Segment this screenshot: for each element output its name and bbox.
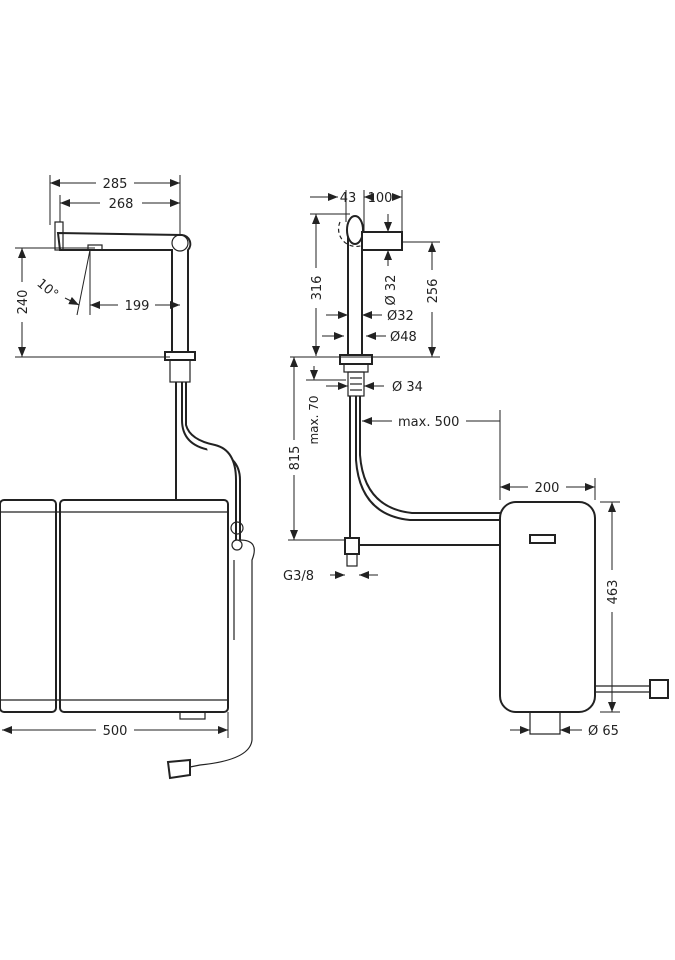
dim-240: 240 xyxy=(16,290,31,315)
dim-200: 200 xyxy=(535,481,560,496)
right-hoses xyxy=(344,396,500,567)
left-faucet xyxy=(54,221,196,383)
dim-500: 500 xyxy=(103,724,128,739)
dia-34: Ø 34 xyxy=(392,380,423,395)
dim-316: 316 xyxy=(310,276,325,301)
max-70: max. 70 xyxy=(307,395,321,444)
plug-icon xyxy=(166,758,191,780)
plug-icon xyxy=(649,679,669,699)
dia-32: Ø32 xyxy=(387,309,414,324)
angle-10: 10° xyxy=(34,276,61,302)
brand-logo xyxy=(529,534,556,544)
left-tank xyxy=(0,499,229,720)
dia-48: Ø48 xyxy=(390,330,417,345)
thread-g38: G3/8 xyxy=(283,569,314,584)
dim-43: 43 xyxy=(340,191,357,206)
dim-815: 815 xyxy=(288,446,303,471)
dim-268: 268 xyxy=(109,197,134,212)
dim-199: 199 xyxy=(125,299,150,314)
max-500: max. 500 xyxy=(398,415,459,430)
dia-65: Ø 65 xyxy=(588,724,619,739)
dim-256: 256 xyxy=(426,279,441,304)
dim-285: 285 xyxy=(103,177,128,192)
dim-100: 100 xyxy=(368,191,393,206)
right-dimensions: 43 100 316 256 Ø 32 Ø32 Ø48 Ø 34 815 max… xyxy=(283,190,621,739)
dim-463: 463 xyxy=(606,580,621,605)
dia-spout: Ø 32 xyxy=(384,275,399,306)
heater-unit xyxy=(499,501,669,735)
right-faucet xyxy=(337,215,403,397)
